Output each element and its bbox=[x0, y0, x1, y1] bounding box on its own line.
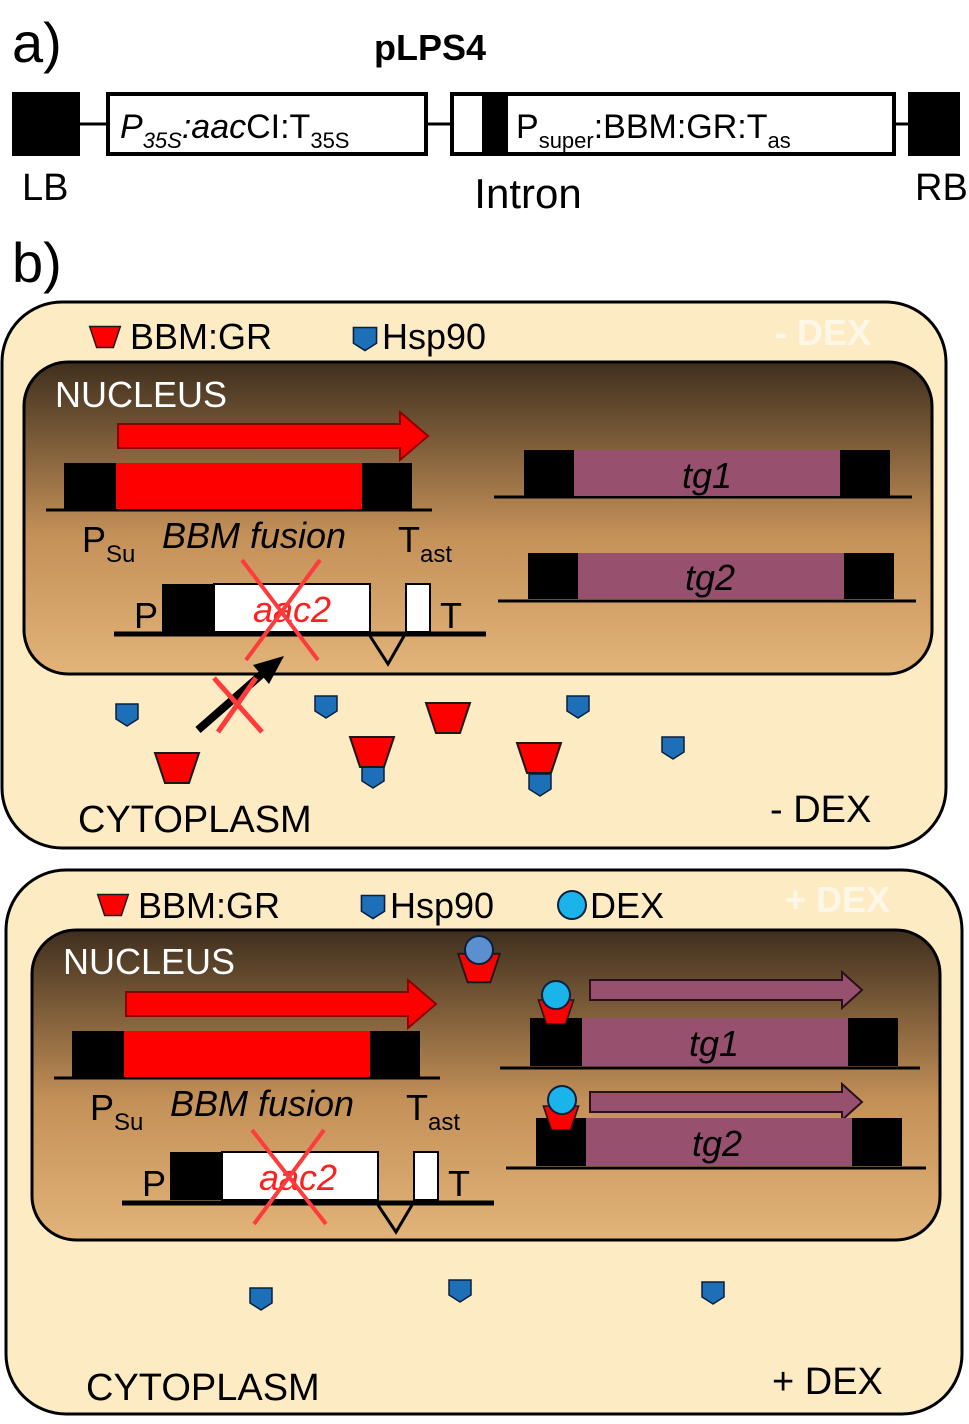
cassette-bbm-gr bbox=[450, 92, 896, 156]
dex-icon bbox=[557, 890, 587, 920]
tg1-label: tg1 bbox=[682, 455, 732, 496]
tg1-cds bbox=[574, 450, 840, 496]
intron-mark bbox=[376, 1204, 414, 1235]
legend-bbm-gr: BBM:GR bbox=[130, 316, 272, 357]
bbm-dex-bound-tg1 bbox=[537, 980, 575, 1025]
tg1-cds bbox=[582, 1018, 848, 1066]
aac2-t-label: T bbox=[448, 1163, 470, 1204]
tg2-label: tg2 bbox=[685, 557, 735, 598]
nucleus-label: NUCLEUS bbox=[63, 941, 235, 982]
dex-state-label: - DEX bbox=[770, 789, 871, 831]
legend-bbm-gr: BBM:GR bbox=[138, 885, 280, 926]
tg2-transcription-arrow bbox=[589, 1081, 864, 1123]
tast-label: Tast bbox=[406, 1087, 460, 1136]
cassette-bbm-gr-label: Psuper:BBM:GR:Tas bbox=[516, 108, 791, 153]
bbm-dex-bound-tg2 bbox=[542, 1085, 580, 1131]
cross-icon bbox=[250, 1128, 328, 1226]
transcription-arrow bbox=[117, 409, 430, 463]
cell-plus-dex: BBM:GR Hsp90 DEX + DEX NUCLEUS PSu BBM f… bbox=[4, 868, 964, 1416]
aac2-terminator bbox=[405, 583, 431, 633]
transcription-arrow bbox=[125, 977, 438, 1031]
cross-icon bbox=[212, 676, 264, 734]
tg2-cds bbox=[578, 553, 844, 599]
aac2-terminator bbox=[413, 1151, 439, 1201]
tg2-label: tg2 bbox=[692, 1123, 742, 1164]
cassette-aacci-label: P35S:aacCI:T35S bbox=[120, 108, 349, 153]
legend-hsp90: Hsp90 bbox=[390, 885, 494, 926]
psu-label: PSu bbox=[82, 519, 135, 568]
legend-dex: DEX bbox=[590, 885, 664, 926]
faint-dex-label: + DEX bbox=[785, 879, 890, 920]
bbm-fusion-label: BBM fusion bbox=[162, 515, 346, 556]
left-border-block bbox=[12, 92, 80, 156]
aac2-p-label: P bbox=[142, 1163, 166, 1204]
tg2-cds bbox=[586, 1118, 852, 1166]
dex-icon bbox=[547, 1085, 577, 1115]
dex-icon bbox=[541, 980, 571, 1010]
faint-dex-label: - DEX bbox=[775, 312, 871, 353]
legend-hsp90: Hsp90 bbox=[382, 316, 486, 357]
intron-label: Intron bbox=[474, 170, 581, 217]
psu-label: PSu bbox=[90, 1087, 143, 1136]
aac2-t-label: T bbox=[440, 595, 462, 636]
intron-block bbox=[482, 92, 508, 156]
right-border-block bbox=[908, 92, 960, 156]
panel-a: a) pLPS4 P35S:aacCI:T35S Psuper:BBM:GR:T… bbox=[12, 11, 968, 217]
dex-icon bbox=[464, 935, 494, 965]
bbm-fusion-cds bbox=[116, 463, 362, 509]
intron-mark bbox=[368, 635, 406, 667]
cell-minus-dex: BBM:GR Hsp90 - DEX NUCLEUS PSu BBM fusio… bbox=[0, 300, 948, 850]
cytoplasm-label: CYTOPLASM bbox=[86, 1367, 320, 1409]
cross-icon bbox=[240, 558, 322, 662]
rb-label: RB bbox=[915, 167, 968, 209]
aac2-promoter bbox=[162, 584, 214, 632]
panel-a-label: a) bbox=[12, 11, 62, 74]
construct-title: pLPS4 bbox=[374, 27, 486, 68]
bbm-fusion-cds bbox=[124, 1031, 370, 1077]
tast-label: Tast bbox=[398, 519, 452, 568]
cassette-aacci bbox=[106, 92, 428, 156]
bbm-dex-complex bbox=[457, 935, 501, 984]
nucleus-label: NUCLEUS bbox=[55, 374, 227, 415]
lb-label: LB bbox=[22, 167, 68, 209]
aac2-promoter bbox=[170, 1152, 222, 1200]
aac2-p-label: P bbox=[134, 595, 158, 636]
bbm-fusion-label: BBM fusion bbox=[170, 1083, 354, 1124]
dex-state-label: + DEX bbox=[772, 1361, 883, 1403]
tg1-label: tg1 bbox=[689, 1023, 739, 1064]
cytoplasm-label: CYTOPLASM bbox=[78, 799, 312, 841]
tg1-transcription-arrow bbox=[589, 969, 864, 1011]
panel-b-label: b) bbox=[12, 231, 62, 294]
